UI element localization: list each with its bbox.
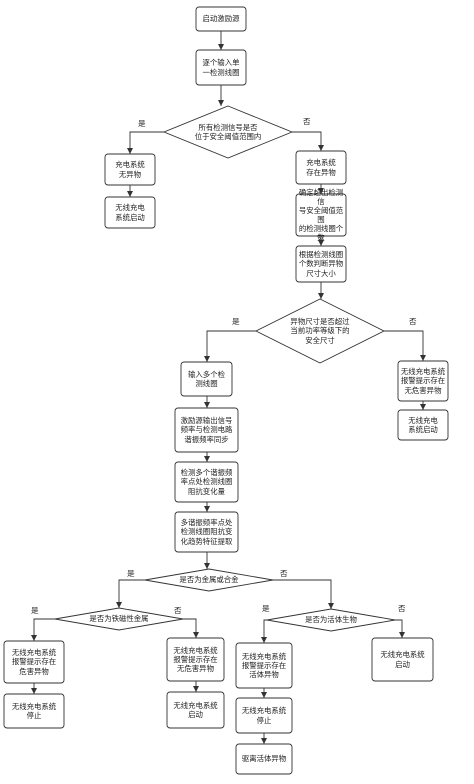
edge-label-d5-yes: 是 — [262, 604, 270, 613]
decision-shape-d4 — [54, 607, 184, 631]
edge-label-d2-yes: 是 — [232, 317, 240, 326]
decision-shape-d2 — [254, 298, 386, 364]
node-box-has_foreign — [295, 150, 347, 185]
edge-label-d3-yes: 是 — [127, 569, 135, 578]
node-box-detect_impedance — [174, 461, 239, 503]
node-box-start_charge_right — [397, 409, 449, 441]
edge-label-d1-no: 否 — [303, 117, 311, 126]
flow-arrow-19 — [183, 618, 199, 638]
node-box-start_charge_far — [371, 637, 434, 682]
node-box-alarm_hazard — [3, 640, 65, 684]
decision-shape-d3 — [144, 568, 274, 592]
flow-shapes — [3, 6, 449, 775]
node-box-count_coils — [295, 193, 347, 237]
flow-arrow-21 — [261, 619, 267, 643]
node-box-start — [195, 6, 247, 32]
flow-arrow-16 — [273, 579, 334, 609]
edge-label-d1-yes: 是 — [138, 119, 146, 128]
node-box-no_foreign — [104, 153, 156, 186]
edge-label-d4-yes: 是 — [31, 606, 39, 615]
flow-arrow-8 — [204, 330, 256, 362]
flow-edges — [31, 31, 426, 744]
node-box-start_charge_mid — [166, 691, 225, 729]
edge-label-d3-no: 否 — [280, 569, 288, 578]
flow-arrow-4 — [292, 131, 324, 151]
node-box-extract_trend — [174, 511, 239, 553]
flow-arrow-2 — [127, 131, 164, 154]
flow-arrow-24 — [395, 619, 405, 638]
flow-arrow-9 — [384, 330, 426, 361]
node-box-stop_1 — [3, 693, 65, 729]
node-box-alarm_safe_mid — [166, 637, 225, 682]
edge-label-d2-no: 否 — [409, 317, 417, 326]
flow-arrow-17 — [31, 618, 55, 641]
node-box-drive_away — [235, 743, 293, 775]
node-box-alarm_living — [235, 642, 293, 689]
node-box-stop_2 — [235, 697, 293, 734]
edge-label-d4-no: 否 — [174, 606, 182, 615]
node-box-start_charge_1 — [104, 196, 156, 229]
node-box-alarm_safe_right — [397, 360, 449, 402]
decision-shape-d5 — [266, 608, 396, 632]
node-box-sync_freq — [174, 407, 239, 453]
decision-shape-d1 — [162, 105, 294, 159]
edge-label-d5-no: 否 — [398, 604, 406, 613]
node-box-input_multi — [180, 361, 233, 397]
flow-arrow-15 — [116, 579, 145, 608]
node-box-input_single — [195, 49, 247, 86]
node-box-judge_size — [295, 245, 347, 283]
